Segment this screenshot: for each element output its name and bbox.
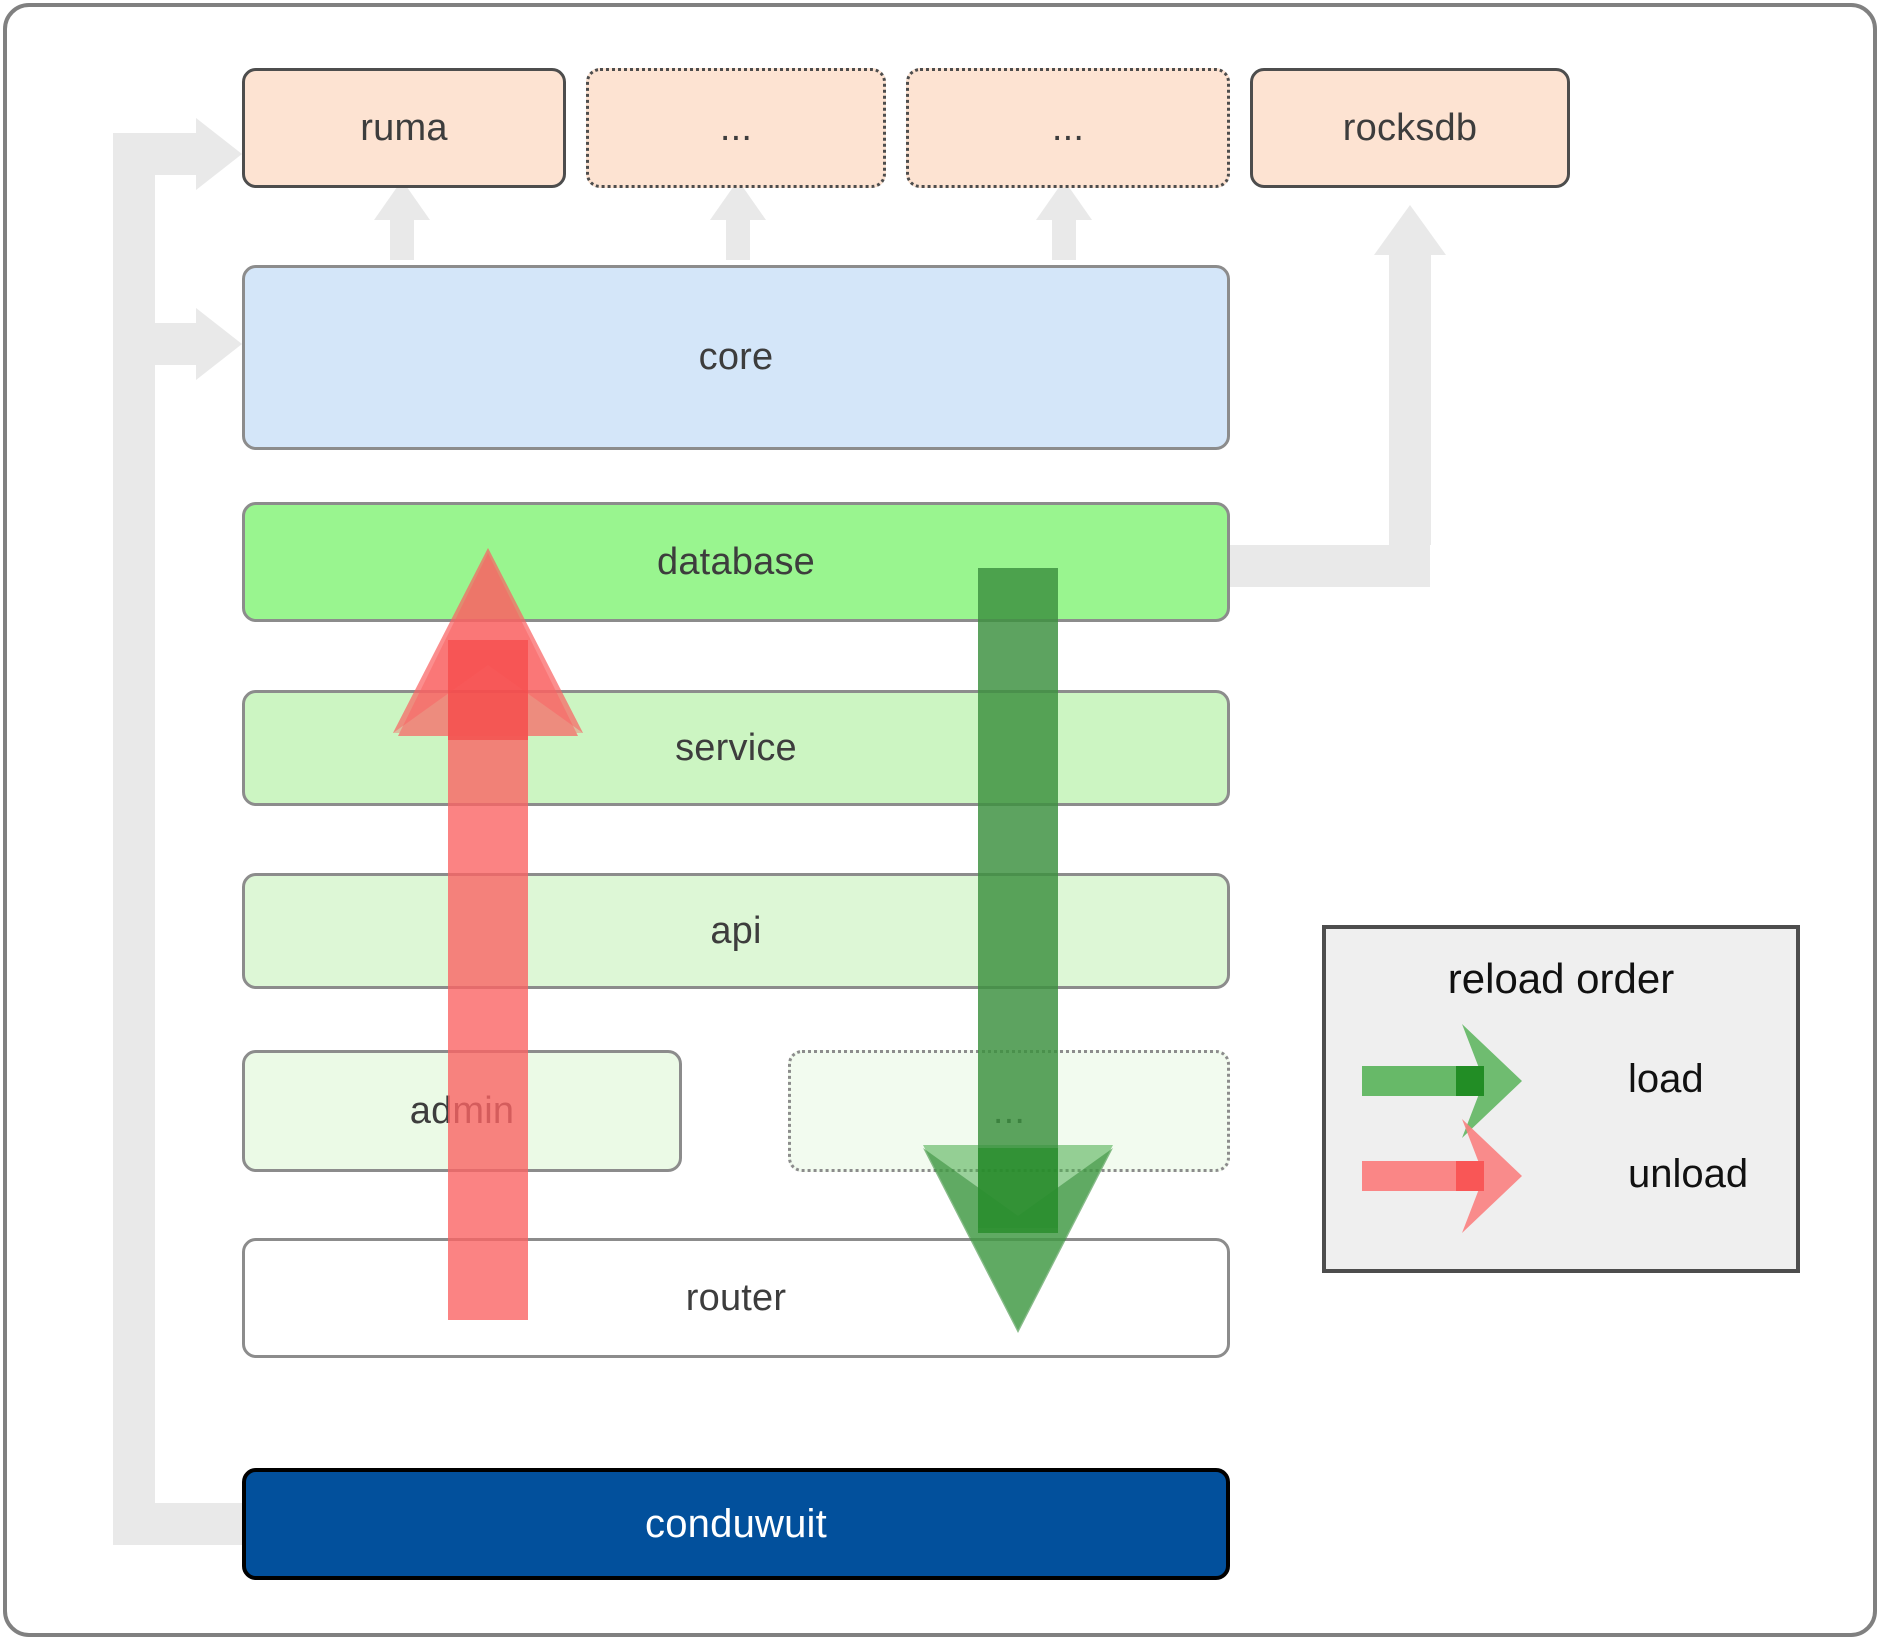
legend-arrow-icons — [1362, 1024, 1522, 1233]
legend-label-unload: unload — [1628, 1152, 1749, 1196]
legend-panel: reload order load unload — [1322, 925, 1800, 1273]
load-arrow-shape — [923, 568, 1113, 1333]
load-arrow-icon — [1362, 1024, 1522, 1138]
unload-arrow-shape — [393, 548, 583, 1320]
legend-label-load: load — [1628, 1057, 1704, 1101]
legend-title: reload order — [1447, 955, 1675, 1002]
unload-arrow-icon — [1362, 1119, 1522, 1233]
